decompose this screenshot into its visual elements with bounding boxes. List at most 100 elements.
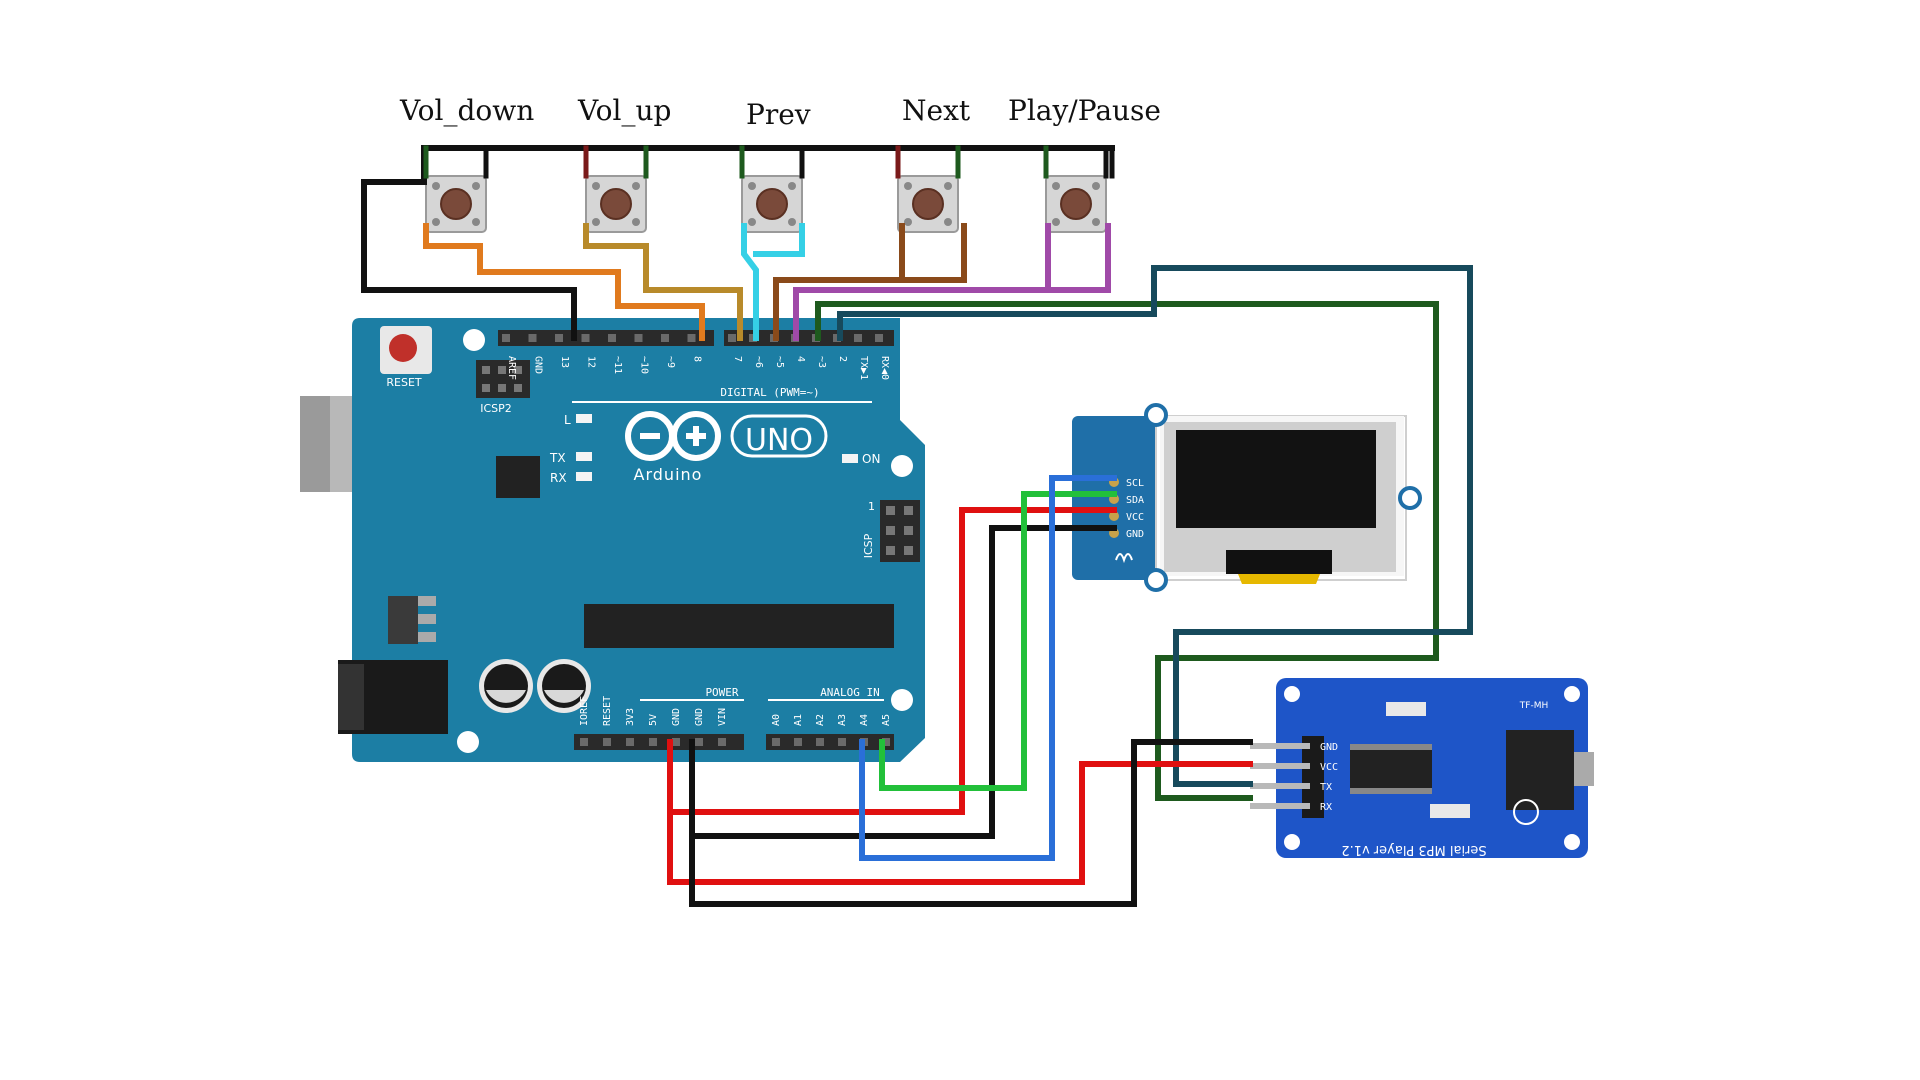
mp3-pin	[1250, 783, 1310, 789]
audio-jack	[1506, 730, 1574, 810]
analog-pin-label: A2	[815, 714, 826, 726]
push-button	[425, 175, 487, 233]
mount-hole	[891, 689, 913, 711]
header-pin	[838, 738, 846, 746]
uno-text: UNO	[745, 423, 813, 458]
header-pin	[882, 738, 890, 746]
digital-section-label: DIGITAL (PWM=~)	[720, 386, 819, 399]
analog-pin-label: A5	[881, 714, 892, 726]
header-pin	[695, 738, 703, 746]
digital-pin-label: GND	[533, 356, 544, 374]
mp3-pin	[1250, 763, 1310, 769]
usb-chip	[496, 456, 540, 498]
header-pin	[608, 334, 616, 342]
analog-pin-label: A3	[837, 714, 848, 726]
arduino-logo-text: Arduino	[634, 465, 703, 484]
header-pin	[816, 738, 824, 746]
digital-header-low	[724, 330, 894, 346]
button-label-play-pause: Play/Pause	[1008, 94, 1161, 127]
digital-pin-label: 2	[837, 356, 848, 362]
mp3-pin-label: RX	[1320, 802, 1332, 813]
oled-pin-label: VCC	[1126, 512, 1144, 523]
header-pin	[728, 334, 736, 342]
wire-scl	[859, 475, 1117, 861]
header-pin	[661, 334, 669, 342]
arduino-pcb	[352, 318, 925, 762]
icsp-pin1-label: 1	[868, 500, 875, 513]
button-label-next: Next	[902, 94, 971, 127]
wire-prev	[741, 223, 759, 341]
digital-pin-label: TX▶1	[858, 356, 869, 380]
header-pin	[528, 334, 537, 342]
analog-header	[766, 734, 894, 750]
digital-header-high	[498, 330, 714, 346]
mp3-pin-label: GND	[1320, 742, 1338, 753]
rx-led-label: RX	[550, 471, 567, 485]
on-led-label: ON	[862, 452, 880, 466]
wire-next	[899, 223, 967, 283]
arduino-uno-board: RESET ICSP2 L TX RX ON	[300, 318, 925, 762]
icsp-label: ICSP	[862, 533, 875, 558]
wire-next-2	[773, 277, 905, 341]
wire-gnd-mp3	[689, 739, 1253, 907]
digital-pin-label: 8	[692, 356, 703, 362]
icsp2-header	[476, 360, 530, 398]
wire-play-pause	[1045, 223, 1111, 293]
push-button	[1045, 175, 1107, 233]
digital-pin-label: 7	[732, 356, 743, 362]
on-led	[842, 454, 858, 463]
mount-hole	[457, 731, 479, 753]
button-label-vol-up: Vol_up	[578, 94, 672, 127]
header-pin	[502, 334, 510, 342]
wire-mp3-tx	[837, 265, 1473, 787]
seeed-logo-icon	[1115, 553, 1133, 564]
tx-led	[576, 452, 592, 461]
digital-pin-label: ~5	[774, 356, 785, 368]
mp3-brand: TF-MH	[1519, 701, 1548, 711]
button-label-prev: Prev	[746, 98, 811, 131]
reset-button-cap	[389, 334, 417, 362]
oled-pin-label: SCL	[1126, 478, 1144, 489]
wire-vol-down	[423, 223, 705, 341]
digital-pin-label: ~11	[612, 356, 623, 374]
reset-label: RESET	[386, 376, 422, 389]
header-pin	[603, 738, 611, 746]
mp3-header	[1302, 736, 1324, 818]
header-pin	[687, 334, 696, 342]
oled-pin-label: SDA	[1126, 495, 1144, 506]
push-buttons	[425, 175, 1107, 233]
push-button	[897, 175, 959, 233]
header-pin	[772, 738, 780, 746]
l-led-label: L	[564, 413, 571, 427]
digital-pin-label: ~6	[753, 356, 764, 368]
tx-led-label: TX	[549, 451, 566, 465]
header-pin	[672, 738, 680, 746]
power-pin-label: IOREF	[579, 696, 590, 726]
mp3-pin-label: TX	[1320, 782, 1332, 793]
power-pin-label: 5V	[648, 714, 659, 726]
digital-pin-label: ~9	[665, 356, 676, 368]
header-pin	[626, 738, 634, 746]
push-button	[741, 175, 803, 233]
oled-ribbon	[1226, 550, 1332, 574]
oled-screen	[1176, 430, 1376, 528]
digital-pin-label: ~3	[816, 356, 827, 368]
digital-pin-label: 13	[559, 356, 570, 368]
mp3-title: Serial MP3 Player v1.2	[1341, 842, 1486, 857]
capacitor	[479, 659, 533, 713]
icsp2-label: ICSP2	[480, 402, 512, 415]
wire-prev-2	[753, 223, 805, 257]
header-pin	[580, 738, 588, 746]
header-pin	[581, 334, 590, 342]
digital-pin-label: AREF	[506, 356, 517, 380]
digital-pin-label: RX◀0	[879, 356, 890, 380]
analog-pin-label: A4	[859, 714, 870, 726]
wire-vol-up	[583, 223, 743, 341]
rx-led	[576, 472, 592, 481]
power-section-label: POWER	[705, 686, 738, 699]
mount-hole	[463, 329, 485, 351]
digital-pin-label: 12	[586, 356, 597, 368]
header-pin	[634, 334, 643, 342]
power-pin-label: GND	[671, 708, 682, 726]
